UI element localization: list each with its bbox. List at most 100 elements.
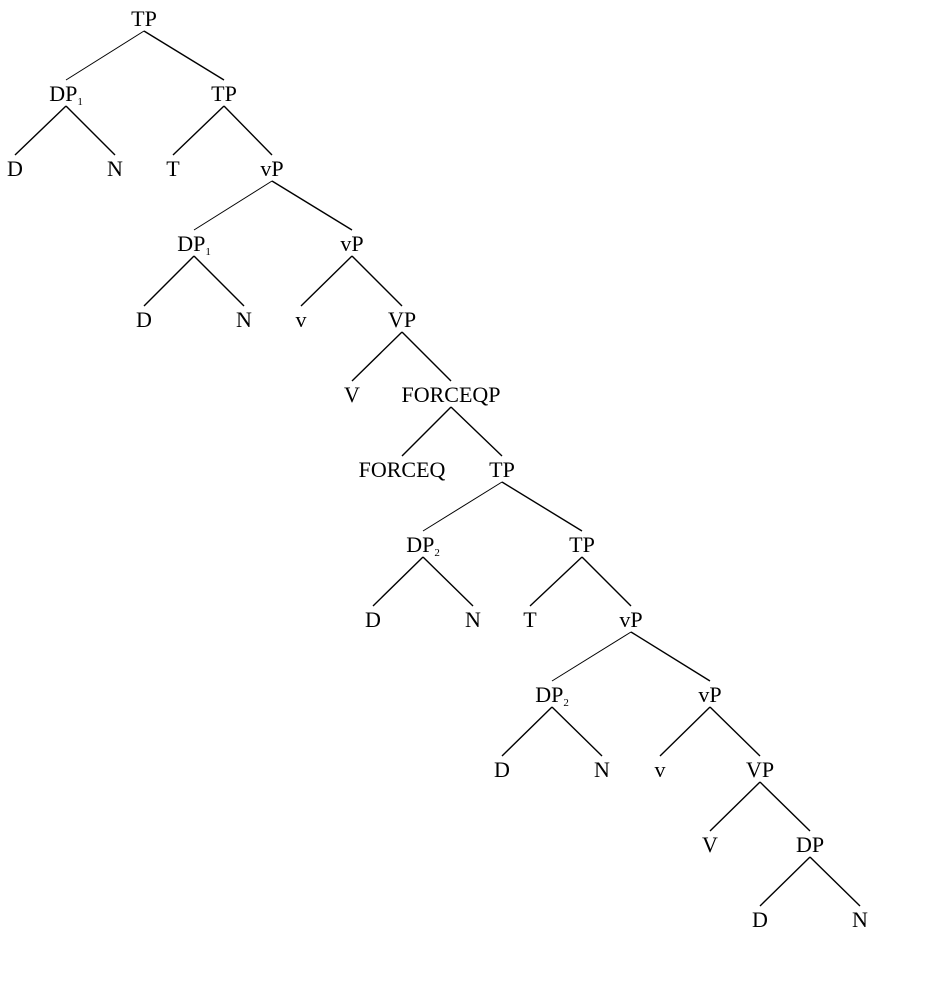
tree-branch <box>422 556 474 607</box>
tree-node-label: D <box>7 156 23 181</box>
node-category: T <box>166 156 180 181</box>
tree-node-label: TP <box>489 457 515 482</box>
node-category: v <box>655 757 666 782</box>
tree-node-label: D <box>365 607 381 632</box>
tree-branch <box>351 255 403 307</box>
node-category: v <box>296 307 307 332</box>
tree-node-label: DP <box>796 832 824 857</box>
tree-node-label: FORCEQ <box>359 457 446 482</box>
tree-node-label: vP <box>619 607 642 632</box>
node-index-subscript: 1 <box>77 96 83 108</box>
tree-branch <box>422 481 503 532</box>
tree-branch <box>709 706 761 757</box>
tree-branch <box>300 255 353 307</box>
tree-branch <box>551 631 632 682</box>
node-category: DP <box>406 532 434 557</box>
node-category: vP <box>619 607 642 632</box>
tree-node-label: v <box>655 757 666 782</box>
node-category: D <box>752 907 768 932</box>
node-category: V <box>702 832 718 857</box>
tree-branch <box>709 781 761 832</box>
tree-branch <box>630 631 711 682</box>
node-category: N <box>852 907 868 932</box>
node-index-subscript: 2 <box>434 547 440 559</box>
node-category: FORCEQP <box>401 382 500 407</box>
node-category: V <box>344 382 360 407</box>
node-category: D <box>494 757 510 782</box>
node-category: DP <box>796 832 824 857</box>
tree-branch <box>193 255 245 307</box>
tree-branches <box>14 30 861 907</box>
tree-node-label: VP <box>388 307 416 332</box>
tree-branch <box>143 30 225 81</box>
tree-branch <box>501 481 583 532</box>
node-category: DP <box>535 682 563 707</box>
tree-branch <box>581 556 632 607</box>
tree-node-label: DP2 <box>406 532 440 559</box>
node-category: D <box>365 607 381 632</box>
tree-node-label: vP <box>340 231 363 256</box>
tree-branch <box>172 105 225 156</box>
tree-branch <box>551 706 603 757</box>
node-category: N <box>594 757 610 782</box>
tree-branch <box>351 331 403 382</box>
tree-node-label: N <box>465 607 481 632</box>
node-category: vP <box>260 156 283 181</box>
node-category: N <box>236 307 252 332</box>
tree-node-label: D <box>494 757 510 782</box>
tree-branch <box>193 180 273 231</box>
tree-branch <box>223 105 273 156</box>
node-category: VP <box>388 307 416 332</box>
tree-node-label: N <box>236 307 252 332</box>
tree-branch <box>759 781 811 832</box>
node-category: TP <box>131 6 157 31</box>
tree-branch <box>659 706 711 757</box>
tree-branch <box>65 105 116 156</box>
node-category: vP <box>698 682 721 707</box>
node-index-subscript: 2 <box>563 697 569 709</box>
tree-branch <box>65 30 145 81</box>
tree-node-label: V <box>702 832 718 857</box>
node-category: TP <box>211 81 237 106</box>
node-category: N <box>107 156 123 181</box>
tree-node-label: N <box>107 156 123 181</box>
tree-branch <box>372 556 424 607</box>
tree-node-label: DP1 <box>177 231 211 258</box>
tree-branch <box>401 331 452 382</box>
tree-branch <box>271 180 353 231</box>
node-category: DP <box>49 81 77 106</box>
tree-node-label: VP <box>746 757 774 782</box>
node-category: TP <box>489 457 515 482</box>
node-category: D <box>136 307 152 332</box>
tree-node-label: N <box>594 757 610 782</box>
tree-branch <box>14 105 67 156</box>
tree-node-label: FORCEQP <box>401 382 500 407</box>
node-category: VP <box>746 757 774 782</box>
tree-node-label: T <box>166 156 180 181</box>
tree-node-label: N <box>852 907 868 932</box>
node-category: TP <box>569 532 595 557</box>
tree-branch <box>809 856 861 907</box>
tree-node-label: v <box>296 307 307 332</box>
tree-node-label: D <box>136 307 152 332</box>
tree-node-label: DP1 <box>49 81 83 108</box>
node-category: T <box>523 607 537 632</box>
tree-branch <box>450 406 503 457</box>
tree-node-label: vP <box>698 682 721 707</box>
tree-node-label: T <box>523 607 537 632</box>
tree-branch <box>143 255 195 307</box>
tree-node-label: D <box>752 907 768 932</box>
tree-node-label: V <box>344 382 360 407</box>
tree-node-label: TP <box>211 81 237 106</box>
node-category: vP <box>340 231 363 256</box>
tree-node-label: TP <box>131 6 157 31</box>
tree-branch <box>401 406 452 457</box>
node-category: D <box>7 156 23 181</box>
tree-branch <box>759 856 811 907</box>
tree-branch <box>529 556 583 607</box>
node-category: N <box>465 607 481 632</box>
tree-node-label: DP2 <box>535 682 569 709</box>
tree-node-label: vP <box>260 156 283 181</box>
